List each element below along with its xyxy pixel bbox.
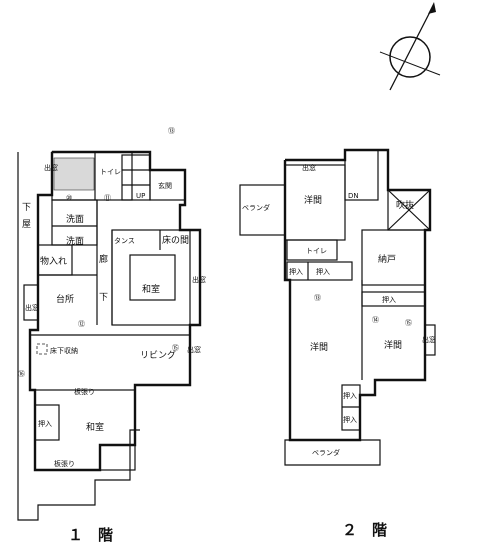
floor2-plan bbox=[239, 148, 436, 466]
marker-icon: ⑭ bbox=[372, 316, 379, 324]
marker-icon: ⑩ bbox=[66, 194, 72, 202]
f1-toilet: トイレ bbox=[100, 168, 121, 176]
f2-nando: 納戸 bbox=[378, 253, 396, 265]
floor2-labels: 出窓 ベランダ 洋間 DN 吹抜 トイレ 押入 押入 納戸 押入 洋間 洋間 出… bbox=[242, 163, 436, 539]
marker-icon: ⑪ bbox=[104, 194, 111, 202]
compass-ring bbox=[389, 36, 431, 78]
nando-walls bbox=[361, 229, 426, 286]
f1-demado-left: 出窓 bbox=[25, 303, 39, 312]
monoire-walls bbox=[37, 244, 73, 276]
fukinuke-cross2 bbox=[387, 189, 431, 231]
f1-senmen2: 洗面 bbox=[66, 235, 84, 247]
f2-demado-right: 出窓 bbox=[422, 335, 436, 344]
washitsu2-walls bbox=[34, 389, 136, 471]
marker-icon: ⑫ bbox=[78, 320, 85, 328]
floor1-plan bbox=[17, 150, 202, 521]
oshiire-1f bbox=[34, 404, 60, 441]
f1-tansu: タンス bbox=[114, 236, 135, 245]
marker-icon: ⑯ bbox=[18, 370, 25, 378]
f2-dn: DN bbox=[348, 192, 359, 200]
f1-rouka1: 廊 bbox=[99, 253, 108, 265]
floor2-markers: ⑬ ⑭ ⑮ bbox=[314, 294, 412, 327]
floor1-eaves-line bbox=[17, 152, 140, 521]
f1-shimo: 下 bbox=[22, 203, 31, 213]
f1-tokonoma: 床の間 bbox=[162, 234, 189, 246]
f1-itabari2: 板張り bbox=[54, 459, 75, 468]
veranda2-box bbox=[284, 439, 381, 466]
f2-veranda2: ベランダ bbox=[312, 448, 340, 457]
f1-genkan: 玄関 bbox=[158, 181, 172, 190]
f2-youma2: 洋間 bbox=[310, 341, 328, 353]
f1-ya: 屋 bbox=[22, 219, 31, 230]
f2-oshiire5: 押入 bbox=[343, 391, 357, 400]
f2-youma3: 洋間 bbox=[384, 339, 402, 351]
f2-youma1: 洋間 bbox=[304, 194, 322, 206]
f1-up: UP bbox=[136, 192, 145, 200]
compass bbox=[379, 2, 441, 91]
f2-fukinuke: 吹抜 bbox=[396, 199, 414, 211]
north-arrow-icon bbox=[428, 2, 436, 14]
f1-washitsu1: 和室 bbox=[142, 283, 160, 295]
f2-demado-top: 出窓 bbox=[302, 163, 316, 172]
f1-rouka2: 下 bbox=[99, 293, 108, 303]
marker-icon: ⑮ bbox=[405, 319, 412, 327]
marker-icon: ⑬ bbox=[314, 294, 321, 302]
f1-daidokoro: 台所 bbox=[56, 293, 74, 305]
f1-senmen1: 洗面 bbox=[66, 213, 84, 225]
f1-yukashita: 床下収納 bbox=[50, 346, 78, 355]
f2-oshiire6: 押入 bbox=[343, 415, 357, 424]
floor1-caption: １ 階 bbox=[68, 526, 113, 544]
f1-living: リビング bbox=[140, 349, 176, 361]
floor1-markers: ⑬ ⑩ ⑪ ⑫ ⑮ ⑯ bbox=[18, 127, 179, 378]
f1-itabari1: 板張り bbox=[74, 387, 95, 396]
marker-icon: ⑮ bbox=[172, 344, 179, 352]
f1-oshiire: 押入 bbox=[38, 419, 52, 428]
f2-oshiire1: 押入 bbox=[289, 267, 303, 276]
demado-left-box bbox=[23, 284, 39, 321]
compass-cross-line bbox=[379, 51, 441, 76]
stairs-2f bbox=[344, 149, 379, 201]
f2-veranda1: ベランダ bbox=[242, 203, 270, 212]
f1-demado-top: 出窓 bbox=[44, 163, 58, 172]
genkan-walls bbox=[149, 169, 186, 201]
oshiire-row bbox=[286, 261, 353, 281]
floor1-labels: 出窓 トイレ 玄関 UP 下 屋 洗面 洗面 タンス 床の間 廊 下 和室 出窓… bbox=[22, 163, 206, 544]
f1-washitsu2: 和室 bbox=[86, 421, 104, 433]
washitsu1-walls bbox=[111, 229, 191, 326]
f1-demado-right: 出窓 bbox=[192, 275, 206, 284]
toilet-2f bbox=[286, 239, 338, 261]
f2-oshiire3: 押入 bbox=[382, 295, 396, 304]
f2-oshiire2: 押入 bbox=[316, 267, 330, 276]
bath-area bbox=[53, 157, 95, 191]
f2-toilet: トイレ bbox=[306, 247, 327, 255]
floor2-caption: ２ 階 bbox=[342, 521, 387, 539]
f1-monoire: 物入れ bbox=[40, 255, 67, 267]
compass-arrow-line bbox=[389, 5, 434, 91]
demado-right-2f-box bbox=[424, 324, 436, 356]
marker-icon: ⑬ bbox=[168, 127, 175, 135]
tatami-center bbox=[129, 254, 176, 301]
f1-demado-living: 出窓 bbox=[187, 345, 201, 354]
yukashita-box bbox=[36, 343, 48, 355]
